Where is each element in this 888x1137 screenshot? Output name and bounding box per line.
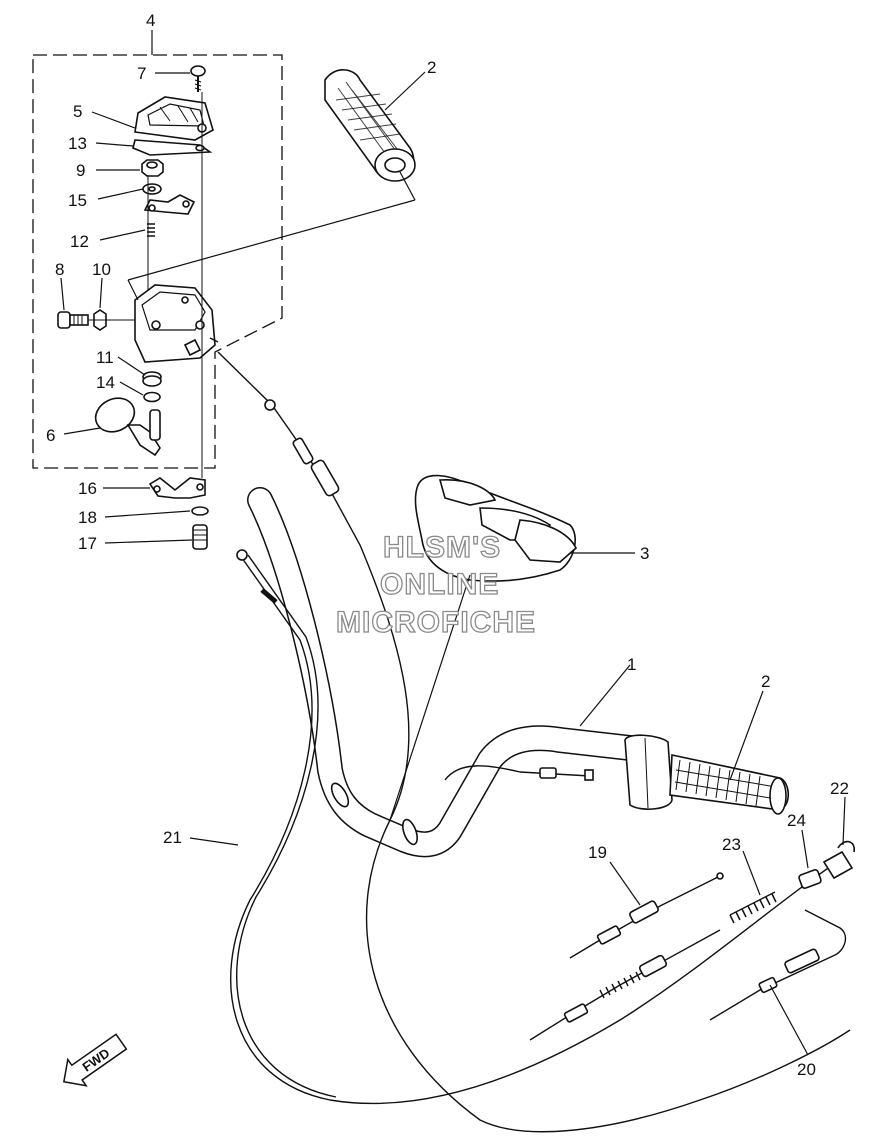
cable-20 (709, 909, 847, 1021)
callout-2-upper: 2 (427, 58, 436, 77)
throttle-housing (134, 284, 219, 363)
cover-5 (134, 96, 214, 141)
fwd-arrow: FWD (63, 1033, 128, 1087)
lever (143, 194, 196, 215)
screw-7 (190, 65, 206, 92)
watermark-line2: ONLINE (380, 568, 499, 601)
callout-4: 4 (146, 11, 155, 30)
watermark-line3: MICROFICHE (336, 606, 536, 639)
collar-11 (142, 371, 162, 387)
leader-lines (60, 30, 846, 1056)
callout-12: 12 (70, 232, 89, 251)
callout-15: 15 (68, 191, 87, 210)
callout-8: 8 (55, 260, 64, 279)
washer-14 (143, 391, 161, 403)
gasket-13 (132, 139, 213, 156)
callout-3: 3 (640, 544, 649, 563)
throttle-assembly-parts (57, 65, 219, 550)
callout-16: 16 (78, 479, 97, 498)
callout-17: 17 (78, 534, 97, 553)
bolt-8 (57, 311, 89, 329)
callout-14: 14 (96, 373, 115, 392)
callout-1: 1 (627, 655, 636, 674)
clamp-16 (148, 477, 206, 499)
callout-18: 18 (78, 508, 97, 527)
watermark: HLSM'S ONLINE MICROFICHE (335, 530, 536, 639)
callout-23: 23 (722, 835, 741, 854)
callout-20: 20 (797, 1060, 816, 1079)
throttle-cable-upper (217, 351, 851, 1133)
grip-2-right (669, 754, 790, 815)
callout-2-right: 2 (761, 672, 770, 691)
bolt-17 (192, 524, 208, 550)
callout-24: 24 (787, 811, 806, 830)
throttle-housing-right (624, 734, 673, 810)
throttle-cable-21 (230, 549, 841, 1105)
callout-21: 21 (163, 828, 182, 847)
hand-guard-3 (414, 474, 577, 582)
throttle-lever-6 (94, 397, 161, 457)
wingnut-22 (822, 840, 855, 880)
spring-12 (147, 223, 155, 237)
callout-22: 22 (830, 779, 849, 798)
callout-10: 10 (92, 260, 111, 279)
grip-2-upper (127, 69, 416, 301)
adjuster-24 (798, 869, 822, 889)
callout-6: 6 (46, 426, 55, 445)
nut-9 (141, 159, 164, 177)
cable-19 (569, 872, 724, 959)
callout-labels: 4 7 5 13 9 15 12 8 10 11 14 6 16 18 17 2… (46, 11, 849, 1079)
callout-13: 13 (68, 134, 87, 153)
cable-23-spring (529, 891, 777, 1041)
watermark-line1: HLSM'S (383, 531, 501, 564)
callout-7: 7 (137, 64, 146, 83)
washer-18 (191, 506, 209, 516)
callout-19: 19 (588, 843, 607, 862)
callout-11: 11 (96, 348, 114, 367)
handlebar-1 (247, 487, 643, 858)
callout-5: 5 (73, 102, 82, 121)
assembly-4-dashed-box (32, 54, 283, 469)
throttle-cable-end (444, 765, 594, 781)
callout-9: 9 (76, 161, 85, 180)
